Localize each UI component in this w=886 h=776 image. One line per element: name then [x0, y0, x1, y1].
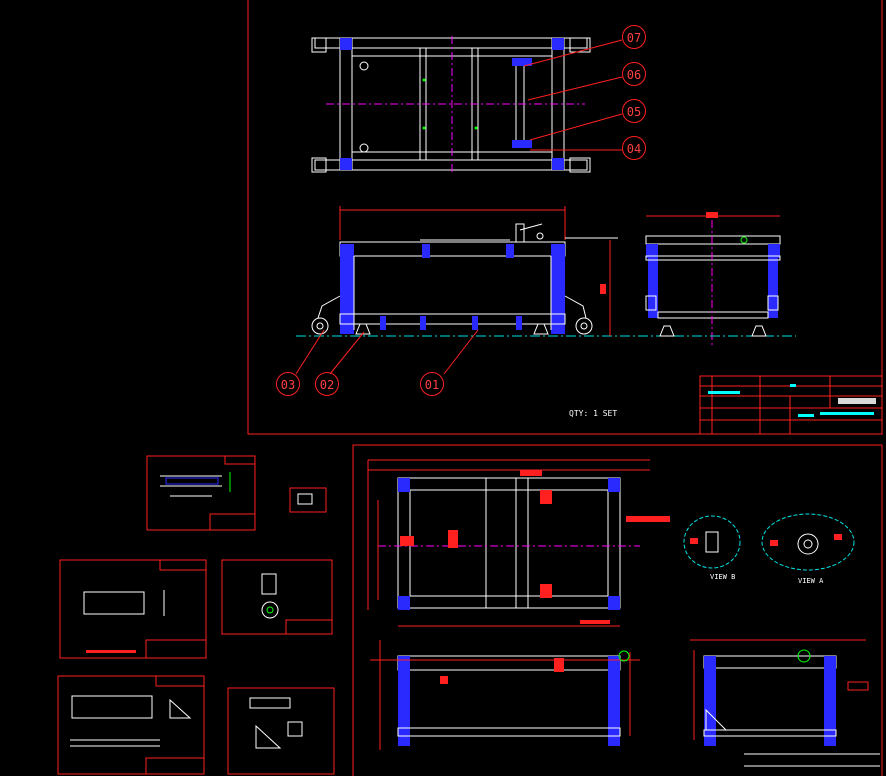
- main-title-block: [699, 375, 883, 435]
- main-sheet-frame: [247, 0, 883, 435]
- caster-wheel-icon: [311, 295, 593, 335]
- top-plan-view: [311, 36, 591, 173]
- view-b-label: VIEW B: [710, 573, 736, 581]
- top-view-leaders: [523, 39, 623, 151]
- balloon-callout-04: 04: [622, 136, 646, 160]
- detail-sheet-5: [57, 675, 205, 775]
- detail-sheet-3: [59, 559, 207, 659]
- second-sheet-views: [683, 513, 855, 571]
- side-elevation-view: [620, 212, 796, 346]
- second-sheet-frame: [352, 444, 883, 776]
- detail-sheet-6: [227, 687, 335, 775]
- front-elevation-view: [295, 206, 625, 375]
- second-sheet-front-view: [370, 640, 640, 750]
- detail-sheet-2: [289, 487, 327, 513]
- quantity-note: QTY: 1 SET: [569, 409, 618, 418]
- second-sheet-plan-view: [367, 459, 670, 627]
- leveling-foot-icon: [355, 323, 549, 335]
- balloon-callout-07: 07: [622, 25, 646, 49]
- detail-sheet-4: [221, 559, 333, 635]
- balloon-callout-03: 03: [276, 372, 300, 396]
- balloon-callout-01: 01: [420, 372, 444, 396]
- balloon-callout-02: 02: [315, 372, 339, 396]
- balloon-callout-06: 06: [622, 62, 646, 86]
- balloon-callout-05: 05: [622, 99, 646, 123]
- view-a-label: VIEW A: [798, 577, 824, 585]
- second-sheet-side-view: [690, 639, 880, 767]
- detail-sheet-1: [146, 455, 256, 531]
